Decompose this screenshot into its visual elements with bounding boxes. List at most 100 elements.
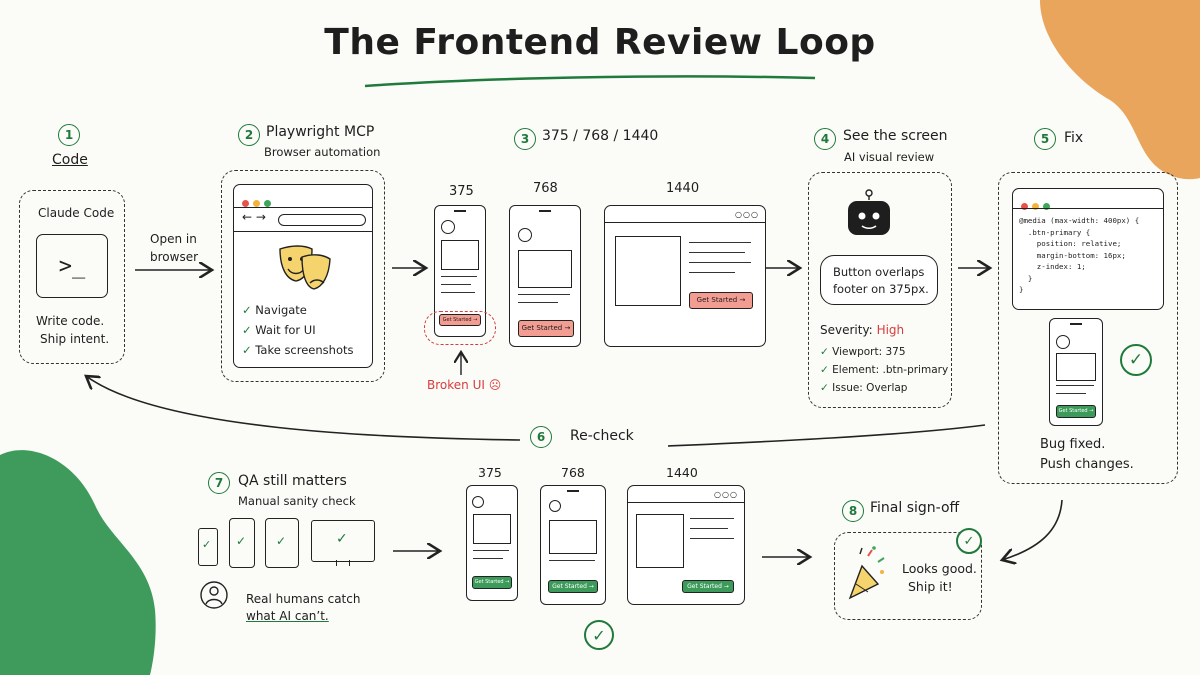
step-4-label: See the screen: [843, 128, 948, 144]
sad-face-icon: ☹: [488, 378, 502, 392]
step-7-sub: Manual sanity check: [238, 494, 356, 508]
review-check-2: ✓ Element: .btn-primary: [820, 364, 949, 376]
check-icon: ✓: [276, 534, 287, 548]
recheck-tablet-768: Get Started →: [540, 485, 606, 605]
get-started-button-768: Get Started →: [518, 320, 574, 337]
step-4-number: 4: [814, 128, 836, 150]
review-check-1: ✓ Viewport: 375: [820, 346, 906, 358]
step-7-number: 7: [208, 472, 230, 494]
qa-people-2: what AI can’t.: [246, 609, 329, 623]
check-icon: ✓: [242, 323, 252, 337]
step-3-label: 375 / 768 / 1440: [542, 128, 659, 144]
signoff-line-1: Looks good.: [902, 561, 977, 576]
fixed-phone-mock: Get Started →: [1049, 318, 1103, 426]
theater-masks-icon: [279, 245, 331, 290]
check-icon: ✓: [242, 343, 252, 357]
browser-window: ← → ✓ Navigate ✓ Wait for UI ✓ Take scre…: [233, 184, 373, 368]
device-monitor: ✓: [311, 520, 375, 562]
check-icon: ✓: [242, 303, 252, 317]
check-icon: ✓: [236, 534, 247, 548]
device-tablet: ✓: [265, 518, 299, 568]
code-desc-2: Ship intent.: [40, 332, 110, 346]
claude-code-label: Claude Code: [38, 206, 115, 220]
recheck-size-375: 375: [478, 465, 502, 480]
fixed-button: Get Started →: [1056, 405, 1096, 418]
arrow-5-8: [1002, 499, 1063, 560]
broken-highlight: [424, 311, 496, 345]
size-1440: 1440: [666, 181, 700, 196]
recheck-button-768: Get Started →: [548, 580, 598, 593]
check-wait: ✓ Wait for UI: [242, 323, 316, 337]
desktop-1440-mock: ○○○ Get Started →: [604, 205, 766, 347]
step-5-number: 5: [1034, 128, 1056, 150]
fix-desc-2: Push changes.: [1040, 457, 1134, 472]
size-768: 768: [533, 181, 558, 196]
robot-icon: [848, 189, 890, 235]
check-icon: ✓: [820, 364, 829, 376]
step-8-label: Final sign-off: [870, 500, 960, 516]
editor-dots: [1021, 195, 1054, 214]
step-6-number: 6: [530, 426, 552, 448]
bubble-line-1: Button overlaps: [833, 265, 925, 279]
title-underline: [364, 75, 816, 88]
fix-card: [998, 172, 1178, 484]
code-step-card: [19, 190, 125, 364]
check-navigate: ✓ Navigate: [242, 303, 307, 317]
ai-speech-bubble: Button overlaps footer on 375px.: [820, 255, 938, 305]
broken-ui-label: Broken UI ☹: [427, 378, 502, 392]
check-screenshots: ✓ Take screenshots: [242, 343, 354, 357]
review-check-3: ✓ Issue: Overlap: [820, 382, 908, 394]
bubble-line-2: footer on 375px.: [833, 282, 929, 296]
get-started-button-1440: Get Started →: [689, 292, 753, 309]
step-2-label: Playwright MCP: [266, 124, 375, 140]
recheck-pass-icon: ✓: [584, 620, 614, 650]
check-icon: ✓: [820, 382, 829, 394]
address-bar: [278, 214, 366, 226]
terminal-icon: >_: [36, 234, 108, 298]
monitor-stand: [336, 560, 350, 566]
signoff-card: [834, 532, 982, 620]
step-1-label: Code: [52, 152, 88, 168]
window-dots: [242, 192, 275, 211]
fixed-check-icon: ✓: [1120, 344, 1152, 376]
recheck-desktop-1440: ○○○ Get Started →: [627, 485, 745, 605]
check-icon: ✓: [336, 531, 348, 547]
code-desc-1: Write code.: [36, 314, 105, 328]
check-icon: ✓: [202, 538, 212, 551]
step-1-number: 1: [58, 124, 80, 146]
open-in-label: Open in: [150, 232, 197, 246]
code-editor-window: @media (max-width: 400px) { .btn-primary…: [1012, 188, 1164, 310]
party-popper-icon: [848, 546, 885, 600]
playwright-card: [221, 170, 385, 382]
step-6-label: Re-check: [570, 428, 634, 444]
recheck-phone-375: Get Started →: [466, 485, 518, 601]
recheck-arrow-left: [86, 376, 521, 441]
device-phone: ✓: [229, 518, 255, 568]
recheck-button-375: Get Started →: [472, 576, 512, 589]
step-4-sub: AI visual review: [844, 150, 935, 164]
severity-row: Severity: High: [820, 323, 905, 337]
size-375: 375: [449, 184, 474, 199]
step-3-number: 3: [514, 128, 536, 150]
step-8-number: 8: [842, 500, 864, 522]
person-icon: [200, 581, 228, 609]
fix-desc-1: Bug fixed.: [1040, 437, 1106, 452]
step-7-label: QA still matters: [238, 473, 347, 489]
ai-review-card: [808, 172, 952, 408]
check-icon: ✓: [820, 346, 829, 358]
css-fix-code: @media (max-width: 400px) { .btn-primary…: [1019, 216, 1140, 294]
recheck-button-1440: Get Started →: [682, 580, 734, 593]
green-blob: [0, 450, 156, 675]
nav-arrows-icon: ← →: [242, 210, 266, 224]
page-title: The Frontend Review Loop: [324, 22, 876, 63]
step-2-number: 2: [238, 124, 260, 146]
severity-value: High: [876, 323, 905, 337]
signoff-check-icon: ✓: [956, 528, 982, 554]
step-5-label: Fix: [1064, 130, 1084, 146]
step-2-sub: Browser automation: [264, 145, 381, 159]
device-phone-small: ✓: [198, 528, 218, 566]
recheck-arrow-right: [667, 424, 986, 447]
orange-blob: [1040, 0, 1200, 180]
